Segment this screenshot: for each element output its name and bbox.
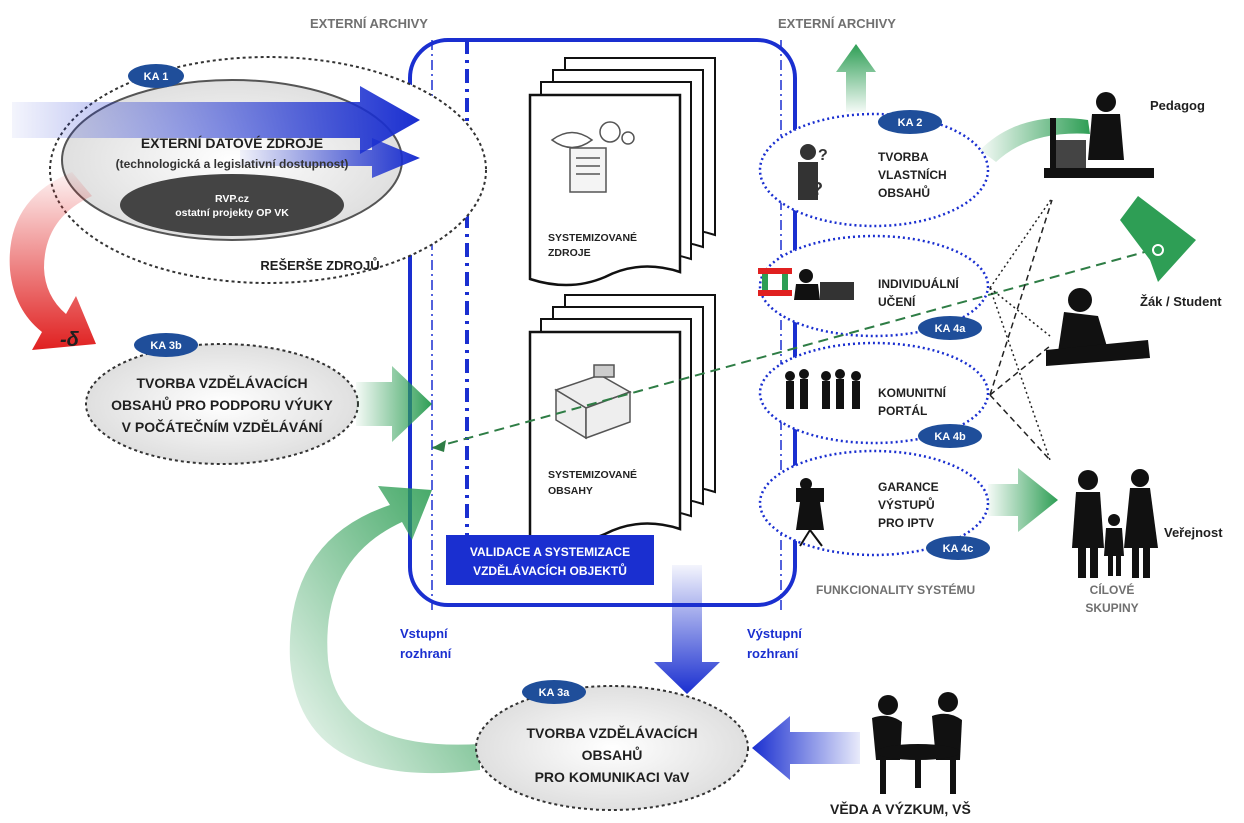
feedback-arrowhead: [432, 440, 446, 452]
ka4b-community-portal: KA 4b KOMUNITNÍ PORTÁL: [758, 341, 990, 448]
ka3b-line-1: TVORBA VZDĚLÁVACÍCH: [136, 374, 307, 391]
ka3b-to-system-arrow: [356, 366, 432, 442]
ka3a-badge-label: KA 3a: [539, 687, 571, 699]
camera-operator-icon: [796, 478, 824, 547]
ka4a-badge-label: KA 4a: [935, 323, 967, 335]
ka4a-line-1: INDIVIDUÁLNÍ: [878, 276, 959, 291]
machine-icon: [554, 364, 632, 440]
ka3a-line-3: PRO KOMUNIKACI VaV: [535, 769, 690, 785]
ka4c-line-3: PRO IPTV: [878, 516, 934, 530]
ka2-badge-label: KA 2: [898, 117, 923, 129]
research-label: VĚDA A VÝZKUM, VŠ: [830, 800, 971, 817]
target-public: Veřejnost: [1164, 525, 1223, 540]
ka3b-badge: [134, 333, 198, 357]
ka2-own-content: KA 2 ? ? TVORBA VLASTNÍCH OBSAHŮ: [758, 110, 990, 228]
ka4a-line-2: UČENÍ: [878, 294, 916, 309]
sources-label-2: ZDROJE: [548, 247, 591, 259]
research-people-icon: [872, 692, 962, 794]
ka1-external-data-sources: KA 1 EXTERNÍ DATOVÉ ZDROJE (technologick…: [12, 56, 487, 284]
target-caption-1: CÍLOVÉ: [1090, 582, 1135, 597]
contents-label-2: OBSAHY: [548, 485, 593, 497]
delta-label: -δ: [60, 329, 80, 351]
ka4c-badge-label: KA 4c: [943, 543, 974, 555]
output-interface-label-1: Výstupní: [747, 626, 802, 641]
ka4b-badge-label: KA 4b: [934, 431, 966, 443]
ka2-line-3: OBSAHŮ: [878, 184, 930, 200]
arrow-marker-circle: [1152, 244, 1164, 256]
ka4c-line-1: GARANCE: [878, 480, 939, 494]
output-interface-label-2: rozhraní: [747, 646, 799, 661]
ka3b-line-3: V POČÁTEČNÍM VZDĚLÁVÁNÍ: [122, 418, 324, 435]
ka2-line-1: TVORBA: [878, 150, 929, 164]
ka3b-line-2: OBSAHŮ PRO PODPORU VÝUKY: [111, 395, 333, 413]
ka1-rvp-label: RVP.cz: [215, 193, 249, 205]
ka4b-line-1: KOMUNITNÍ: [878, 385, 947, 400]
ka3b-initial-education: KA 3b TVORBA VZDĚLÁVACÍCH OBSAHŮ PRO POD…: [85, 333, 432, 465]
research-to-ka3a-arrow: [752, 716, 860, 780]
ka4c-to-public-arrow: [988, 468, 1058, 532]
functions-caption: FUNKCIONALITY SYSTÉMU: [816, 582, 975, 597]
svg-text:?: ?: [812, 179, 823, 199]
ka4a-badge: [918, 316, 982, 340]
public-family-icon: [1072, 469, 1158, 578]
ka1-badge: [128, 64, 184, 88]
sources-label-1: SYSTEMIZOVANÉ: [548, 231, 637, 244]
ka2-line-2: VLASTNÍCH: [878, 167, 947, 182]
validation-label-2: VZDĚLÁVACÍCH OBJEKTŮ: [473, 562, 627, 578]
external-input-arrow-small: [240, 138, 420, 178]
ka3a-badge: [522, 680, 586, 704]
pedagog-figure-icon: [1044, 92, 1154, 178]
svg-text:?: ?: [818, 147, 828, 164]
ka3a-line-1: TVORBA VZDĚLÁVACÍCH: [526, 724, 697, 741]
label-external-archives-right: EXTERNÍ ARCHIVY: [778, 16, 896, 31]
external-input-arrow: [12, 86, 420, 154]
ka2-to-pedagog-arc: [980, 118, 1090, 162]
feedback-dashed-line: [431, 249, 1153, 449]
validation-label-1: VALIDACE A SYSTEMIZACE: [470, 545, 630, 559]
central-system-frame: [408, 38, 797, 607]
target-pedagog: Pedagog: [1150, 98, 1205, 113]
ka3b-badge-label: KA 3b: [150, 340, 182, 352]
input-interface-label-1: Vstupní: [400, 626, 448, 641]
external-archive-up-arrow: [836, 44, 876, 112]
ka3a-feedback-arc: [289, 486, 480, 774]
thinking-person-icon: ? ?: [798, 144, 828, 200]
ka4c-iptv-guarantee: KA 4c GARANCE VÝSTUPŮ PRO IPTV: [758, 449, 1058, 560]
ka1-badge-label: KA 1: [144, 71, 169, 83]
ka4a-individual-learning: KA 4a INDIVIDUÁLNÍ UČENÍ: [758, 234, 990, 340]
contents-label-1: SYSTEMIZOVANÉ: [548, 468, 637, 481]
ka4b-badge: [918, 424, 982, 448]
learner-at-laptop-icon: [758, 268, 854, 300]
ka3a-line-2: OBSAHŮ: [582, 745, 643, 763]
community-people-icon: [785, 369, 861, 409]
target-student: Žák / Student: [1140, 294, 1222, 309]
ka3a-research-communication: KA 3a TVORBA VZDĚLÁVACÍCH OBSAHŮ PRO KOM…: [475, 680, 749, 811]
ka1-caption: REŠERŠE ZDROJŮ: [260, 257, 379, 273]
ka4c-badge: [926, 536, 990, 560]
target-caption-2: SKUPINY: [1085, 601, 1138, 615]
student-figure-icon: [1046, 288, 1150, 366]
system-to-ka3a-arrow: [654, 565, 720, 694]
label-external-archives-left: EXTERNÍ ARCHIVY: [310, 16, 428, 31]
books-icon: [550, 121, 635, 193]
systemized-sources-documents: SYSTEMIZOVANÉ ZDROJE: [528, 57, 716, 287]
ka2-badge: [878, 110, 942, 134]
pedagog-to-student-arrow: [1120, 196, 1196, 282]
ka1-subtitle: (technologická a legislativní dostupnost…: [116, 157, 349, 171]
input-interface-label-2: rozhraní: [400, 646, 452, 661]
connector-lines: [989, 197, 1053, 461]
systemized-contents-documents: SYSTEMIZOVANÉ OBSAHY: [528, 294, 716, 544]
ka1-rvp-oval: [120, 174, 344, 236]
ka4b-line-2: PORTÁL: [878, 403, 927, 418]
delta-feedback-arrow: -δ: [9, 172, 97, 351]
ka1-projects-label: ostatní projekty OP VK: [175, 207, 289, 219]
ka4c-line-2: VÝSTUPŮ: [878, 496, 935, 512]
ka1-title: EXTERNÍ DATOVÉ ZDROJE: [141, 135, 323, 151]
validation-box: VALIDACE A SYSTEMIZACE VZDĚLÁVACÍCH OBJE…: [446, 535, 654, 585]
